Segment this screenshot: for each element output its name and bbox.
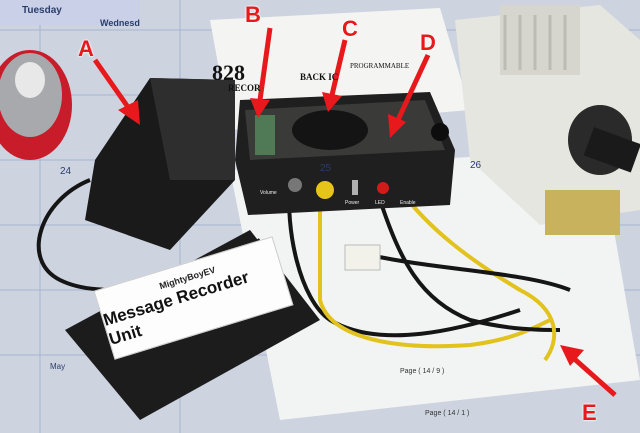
label-b: B (245, 2, 261, 27)
audio-jack (288, 178, 302, 192)
doc-programmable: PROGRAMMABLE (350, 62, 410, 70)
page-footer-b: Page ( 14 / 1 ) (425, 410, 470, 417)
page-footer-a: Page ( 14 / 9 ) (400, 368, 445, 375)
led-indicator (377, 182, 389, 194)
ac-adapter (85, 78, 235, 250)
rca-jack (316, 181, 334, 199)
label-c: C (342, 16, 358, 41)
calendar-month: May (50, 362, 66, 371)
speaker (292, 110, 368, 150)
cables (36, 178, 571, 362)
circuit-board (255, 115, 275, 155)
doc-header-fragment-2: BACK IC (300, 72, 339, 82)
project-enclosure (235, 92, 455, 215)
led-label: LED (375, 200, 385, 206)
molex-connector (344, 244, 381, 271)
cleaning-sponge (545, 190, 620, 235)
label-e: E (582, 400, 597, 425)
solder-spool (0, 50, 72, 160)
calendar-day-wednesday: Wednesd (100, 18, 140, 28)
calendar-date-26: 26 (470, 160, 482, 171)
calendar-date-24: 24 (60, 166, 72, 177)
calendar-date-25: 25 (320, 163, 332, 174)
soldering-station (455, 5, 640, 235)
annotation-arrows (92, 27, 617, 397)
power-label: Power (345, 200, 360, 206)
enable-label: Enable (400, 200, 416, 206)
doc-header-fragment: RECOR (228, 83, 261, 93)
label-a: A (78, 36, 94, 61)
calendar-day-tuesday: Tuesday (22, 5, 62, 16)
power-switch (352, 180, 358, 195)
label-d: D (420, 30, 436, 55)
chip-number: 828 (212, 60, 245, 85)
volume-label: Volume (260, 190, 277, 196)
